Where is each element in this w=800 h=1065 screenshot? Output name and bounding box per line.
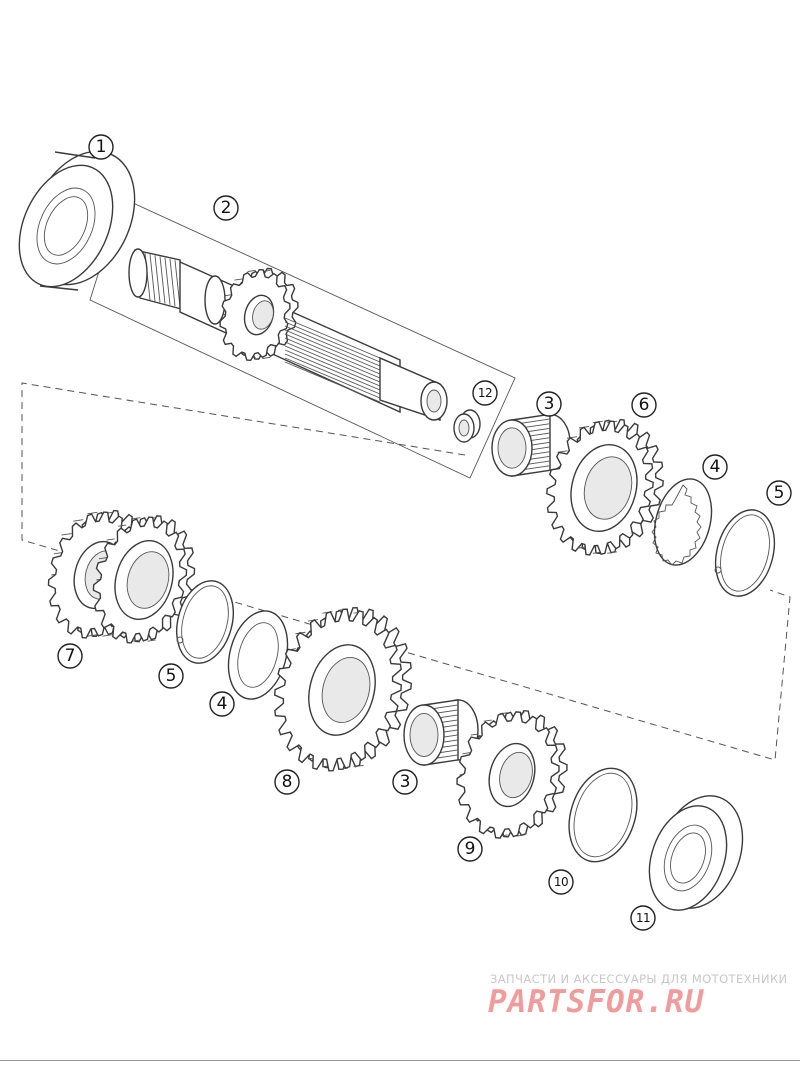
svg-text:4: 4 xyxy=(217,694,228,714)
watermark-tagline: ЗАПЧАСТИ И АКСЕССУАРЫ ДЛЯ МОТОТЕХНИКИ xyxy=(490,972,788,986)
svg-text:1: 1 xyxy=(96,137,107,157)
circlip-5-lower xyxy=(176,580,234,664)
callout-6: 6 xyxy=(631,392,657,418)
splined-washer-4-lower xyxy=(227,610,289,700)
splined-washer-4-upper xyxy=(651,478,713,566)
callout-11: 11 xyxy=(630,905,656,931)
callout-2: 2 xyxy=(213,195,239,221)
circlip-5-upper xyxy=(714,509,776,597)
needle-bearing-3-upper xyxy=(491,413,571,477)
svg-text:10: 10 xyxy=(554,875,568,889)
svg-text:4: 4 xyxy=(710,457,721,477)
svg-text:3: 3 xyxy=(400,772,411,792)
bushing-12 xyxy=(453,409,481,443)
svg-text:8: 8 xyxy=(282,772,293,792)
bearing-1 xyxy=(18,150,136,291)
gear-6 xyxy=(546,418,664,556)
svg-text:7: 7 xyxy=(65,646,76,666)
svg-text:12: 12 xyxy=(478,386,492,400)
callout-3-lower: 3 xyxy=(392,769,418,795)
svg-text:11: 11 xyxy=(636,911,650,925)
callout-4-upper: 4 xyxy=(702,454,728,480)
needle-bearing-3-lower xyxy=(403,699,479,766)
callout-8: 8 xyxy=(274,769,300,795)
callout-1: 1 xyxy=(88,134,114,160)
callout-12: 12 xyxy=(472,380,498,406)
main-shaft-2 xyxy=(128,248,448,421)
svg-text:5: 5 xyxy=(774,483,785,503)
callout-9: 9 xyxy=(457,836,483,862)
thrust-washer-10 xyxy=(568,767,638,863)
callout-10: 10 xyxy=(548,869,574,895)
gear-9 xyxy=(456,709,568,839)
gear-8 xyxy=(273,606,413,772)
svg-text:9: 9 xyxy=(465,839,476,859)
watermark-logo: PARTSFOR.RU xyxy=(488,984,705,1020)
svg-text:3: 3 xyxy=(544,394,555,414)
callout-7: 7 xyxy=(57,643,83,669)
callout-4-lower: 4 xyxy=(209,691,235,717)
svg-text:2: 2 xyxy=(221,198,232,218)
bearing-11 xyxy=(648,795,744,911)
bottom-border xyxy=(0,1060,800,1061)
callout-3-upper: 3 xyxy=(536,391,562,417)
svg-text:5: 5 xyxy=(166,666,177,686)
callout-5-lower: 5 xyxy=(158,663,184,689)
double-gear-7 xyxy=(47,509,196,644)
svg-text:6: 6 xyxy=(639,395,650,415)
callout-5-upper: 5 xyxy=(766,480,792,506)
